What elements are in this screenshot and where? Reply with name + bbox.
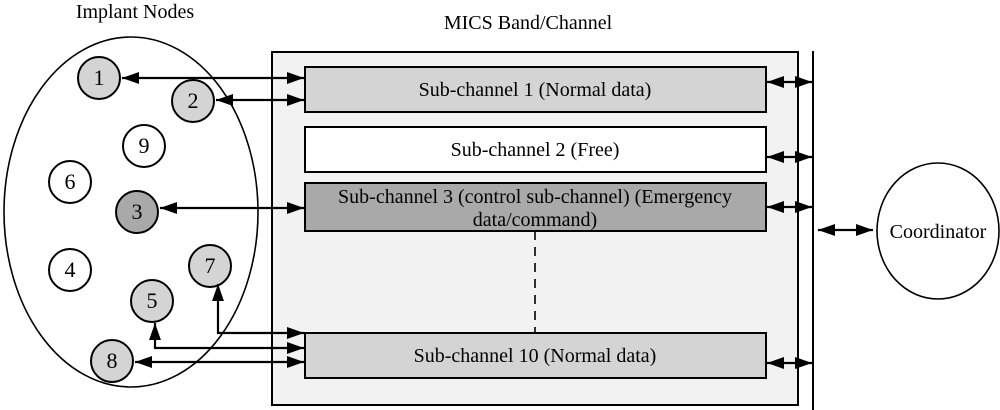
node-8-circle [90,339,134,383]
node-7-label: 7 [205,253,216,278]
subchannel-1-label: Sub-channel 1 (Normal data) [419,79,652,101]
node-4-circle [48,248,92,292]
subchannel-3-label-line1: Sub-channel 3 (control sub-channel) (Eme… [338,186,732,208]
coordinator-ellipse [876,162,1000,300]
node-3-label: 3 [132,199,143,224]
node-6-label: 6 [65,169,76,194]
node-3-circle [115,190,159,234]
subchannel-10-label: Sub-channel 10 (Normal data) [414,345,657,367]
node-6-circle [48,160,92,204]
subchannel-2-label: Sub-channel 2 (Free) [451,139,620,161]
subchannel-3-label-line2: data/command) [473,209,597,231]
subchannel-10-bar [304,332,767,379]
node-5-label: 5 [147,288,158,313]
coordinator-label: Coordinator [890,221,987,243]
subchannel-2-bar [304,126,767,173]
mics-band-title: MICS Band/Channel [444,12,613,34]
node-1-label: 1 [94,65,105,90]
node-1-circle [77,56,121,100]
arrow-node5-subchannel10 [149,323,304,354]
subchannel-1-bar [304,66,767,113]
node-4-label: 4 [65,257,76,282]
node-9-circle [122,124,166,168]
subchannel-3-bar [304,182,767,232]
node-2-label: 2 [188,88,199,113]
node-5-circle [130,279,174,323]
implant-nodes-title: Implant Nodes [76,1,195,23]
node-8-label: 8 [107,348,118,373]
node-7-circle [188,244,232,288]
node-9-label: 9 [139,133,150,158]
